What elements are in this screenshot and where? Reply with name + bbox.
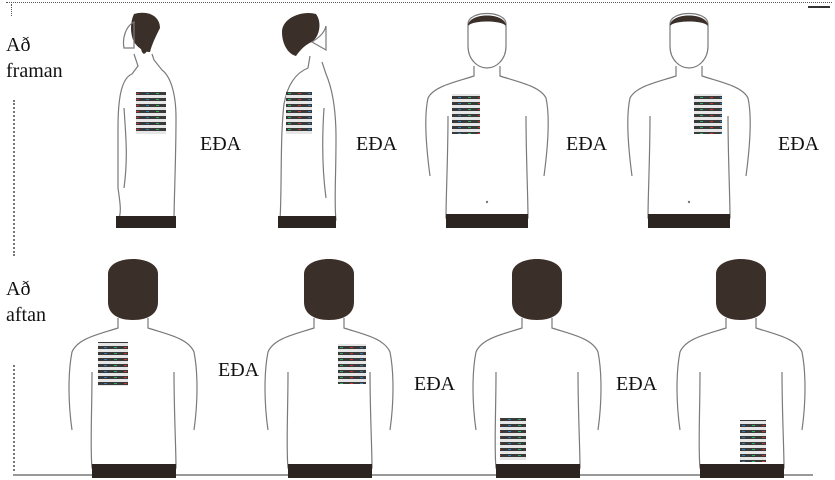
figure-front-view xyxy=(416,6,566,230)
frame-left-border xyxy=(13,365,15,471)
figure-back-view xyxy=(258,256,408,480)
or-separator: EÐA xyxy=(566,132,607,156)
or-separator: EÐA xyxy=(778,132,819,156)
electrode-pad-icon xyxy=(740,420,766,462)
electrode-pad-icon xyxy=(136,92,166,134)
electrode-pad-icon xyxy=(286,92,312,134)
back-row-label: Að aftan xyxy=(6,276,46,328)
figure-side-view-left-facing xyxy=(266,8,356,230)
electrode-pad-icon xyxy=(694,94,722,134)
frame-top-end-mark xyxy=(808,2,830,8)
front-row-label-line2: framan xyxy=(6,58,63,84)
electrode-pad-icon xyxy=(338,344,366,384)
frame-left-border xyxy=(13,100,15,256)
figure-back-view xyxy=(62,256,212,480)
or-separator: EÐA xyxy=(356,132,397,156)
or-separator: EÐA xyxy=(616,372,657,396)
back-row-label-line1: Að xyxy=(6,276,46,302)
back-row-label-line2: aftan xyxy=(6,302,46,328)
front-row-label-line1: Að xyxy=(6,32,63,58)
frame-top-border xyxy=(6,2,832,3)
figure-front-view xyxy=(618,6,768,230)
figure-side-view-right-facing xyxy=(104,8,194,230)
figure-back-view xyxy=(670,256,820,480)
front-row-label: Að framan xyxy=(6,32,63,84)
figure-back-view xyxy=(466,256,616,480)
frame-left-border xyxy=(11,4,12,16)
electrode-pad-icon xyxy=(452,94,480,134)
electrode-pad-icon xyxy=(98,342,128,386)
or-separator: EÐA xyxy=(218,358,259,382)
or-separator: EÐA xyxy=(200,132,241,156)
or-separator: EÐA xyxy=(414,372,455,396)
electrode-pad-icon xyxy=(500,418,526,460)
